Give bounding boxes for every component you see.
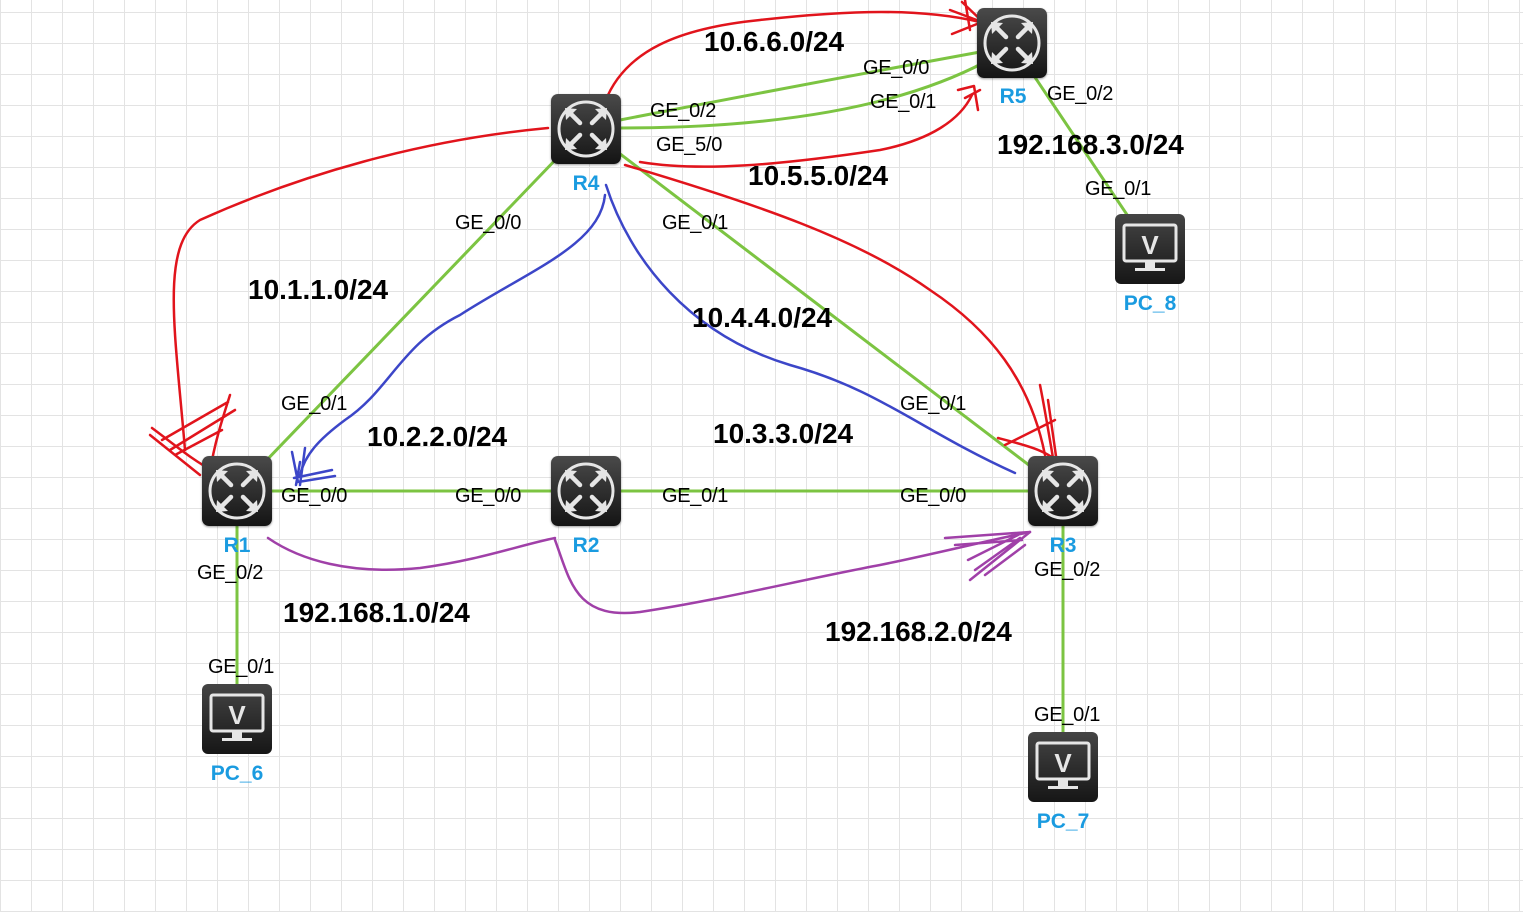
router-icon [983, 14, 1041, 72]
network-label-192-168-2: 192.168.2.0/24 [825, 616, 1012, 647]
link-r4-r5-ge50[interactable] [618, 60, 987, 130]
port-label-r5-ge01: GE_0/1 [870, 91, 937, 113]
router-icon [557, 100, 615, 158]
port-label-pc6-ge01: GE_0/1 [208, 656, 275, 678]
device-label-r4: R4 [572, 172, 600, 195]
port-label-r5-ge00: GE_0/0 [863, 57, 930, 79]
device-label-r5: R5 [999, 85, 1027, 108]
network-label-10-3-3: 10.3.3.0/24 [713, 418, 854, 449]
link-r4-r1[interactable] [235, 126, 588, 493]
port-label-pc8-ge01: GE_0/1 [1085, 178, 1152, 200]
svg-text:V: V [1054, 748, 1072, 778]
router-r2[interactable] [551, 456, 621, 526]
router-icon [557, 462, 615, 520]
device-label-pc7: PC_7 [1036, 810, 1090, 833]
port-label-r2-ge01: GE_0/1 [662, 485, 729, 507]
device-label-pc6: PC_6 [210, 762, 264, 785]
device-label-r2: R2 [572, 534, 600, 557]
device-label-pc8: PC_8 [1123, 292, 1177, 315]
port-label-r3-ge00: GE_0/0 [900, 485, 967, 507]
blue-arrow-head-r1 [290, 446, 337, 487]
purple-arrow-r1-to-r2 [266, 536, 557, 571]
network-label-10-1-1: 10.1.1.0/24 [248, 274, 389, 305]
link-r4-r5-ge02[interactable] [618, 50, 982, 122]
network-label-10-2-2: 10.2.2.0/24 [367, 421, 508, 452]
blue-arrow-r4-to-r3 [604, 183, 1017, 475]
port-label-r5-ge02: GE_0/2 [1047, 83, 1114, 105]
port-label-r4-ge50: GE_5/0 [656, 134, 723, 156]
pc-icon: V [209, 693, 265, 741]
router-icon [208, 462, 266, 520]
router-r4[interactable] [551, 94, 621, 164]
port-label-r3-ge01: GE_0/1 [900, 393, 967, 415]
port-label-pc7-ge01: GE_0/1 [1034, 704, 1101, 726]
device-label-r3: R3 [1049, 534, 1077, 557]
pc-icon: V [1035, 741, 1091, 789]
network-label-10-6-6: 10.6.6.0/24 [704, 26, 845, 57]
network-label-10-5-5: 10.5.5.0/24 [748, 160, 889, 191]
pc-pc7[interactable]: V [1028, 732, 1098, 802]
port-label-r1-ge00: GE_0/0 [281, 485, 348, 507]
router-r1[interactable] [202, 456, 272, 526]
port-label-r3-ge02: GE_0/2 [1034, 559, 1101, 581]
pc-pc6[interactable]: V [202, 684, 272, 754]
pc-icon: V [1122, 223, 1178, 271]
router-r5[interactable] [977, 8, 1047, 78]
red-arrow-r4-to-r1 [172, 126, 550, 452]
red-arrow-head-r1 [148, 393, 237, 477]
red-arrow-head-r3 [996, 383, 1060, 472]
port-label-r4-ge00: GE_0/0 [455, 212, 522, 234]
blue-arrow-r4-to-r1 [298, 193, 607, 477]
network-label-192-168-1: 192.168.1.0/24 [283, 597, 470, 628]
purple-arrow-r2-to-r3 [553, 530, 1032, 615]
red-arrow-r4-to-r5-bottom [638, 93, 974, 168]
purple-arrow-head-r3 [943, 530, 1032, 582]
port-label-r4-ge01: GE_0/1 [662, 212, 729, 234]
svg-text:V: V [1141, 230, 1159, 260]
port-label-r1-ge01: GE_0/1 [281, 393, 348, 415]
red-arrow-r4-to-r3 [623, 163, 1047, 457]
port-label-r1-ge02: GE_0/2 [197, 562, 264, 584]
router-r3[interactable] [1028, 456, 1098, 526]
svg-text:V: V [228, 700, 246, 730]
red-arrow-head-r5-bottom [956, 84, 982, 112]
router-icon [1034, 462, 1092, 520]
port-label-r4-ge02: GE_0/2 [650, 100, 717, 122]
network-label-10-4-4: 10.4.4.0/24 [692, 302, 833, 333]
device-label-r1: R1 [223, 534, 251, 557]
red-arrow-r4-to-r5-top [603, 10, 982, 104]
port-label-r2-ge00: GE_0/0 [455, 485, 522, 507]
pc-pc8[interactable]: V [1115, 214, 1185, 284]
link-r4-r3[interactable] [584, 126, 1065, 493]
network-label-192-168-3: 192.168.3.0/24 [997, 129, 1184, 160]
